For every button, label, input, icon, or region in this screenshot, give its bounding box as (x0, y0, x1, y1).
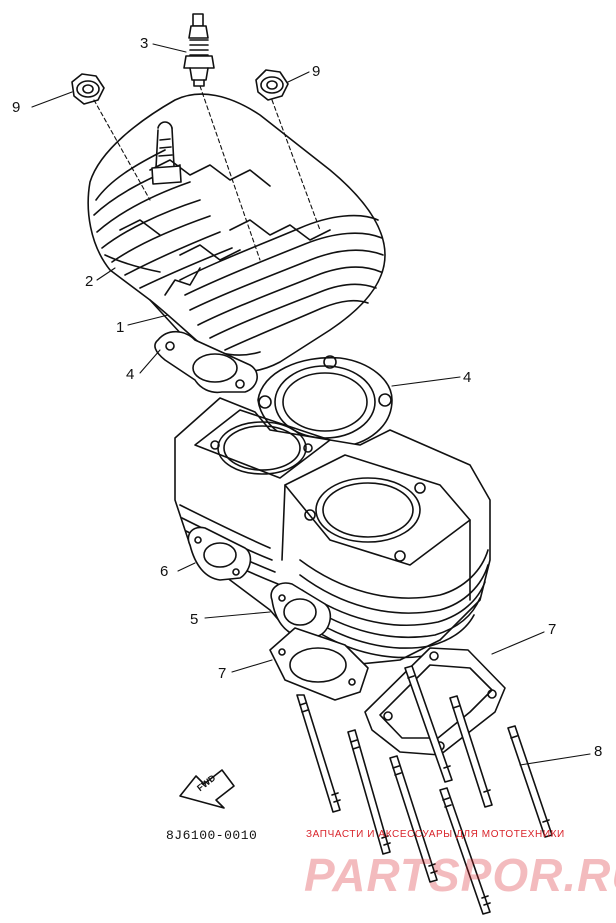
base-gasket-right (364, 647, 506, 756)
cylinder-head (87, 93, 386, 373)
callout-9-right: 9 (312, 63, 321, 80)
callout-5: 5 (190, 611, 199, 628)
diagram-code: 8J6100-0010 (166, 828, 258, 843)
watermark-tagline: ЗАПЧАСТИ И АКСЕССУАРЫ ДЛЯ МОТОТЕХНИКИ (306, 829, 565, 840)
callout-1: 1 (116, 319, 125, 336)
leader-lines (31, 43, 591, 766)
callout-4-left: 4 (126, 366, 135, 383)
callout-6: 6 (160, 563, 169, 580)
callout-7-right: 7 (548, 621, 557, 638)
nut-left (71, 73, 105, 105)
fwd-arrow (179, 769, 235, 809)
callout-7-left: 7 (218, 665, 227, 682)
callout-8: 8 (594, 743, 603, 760)
base-gasket-left (269, 627, 369, 701)
callout-2: 2 (85, 273, 94, 290)
spark-plug (183, 13, 215, 87)
head-gasket-left (154, 330, 258, 394)
stud-bolts (296, 665, 553, 915)
callout-3: 3 (140, 35, 149, 52)
exhaust-port (187, 526, 252, 581)
nut-right (255, 69, 289, 101)
callout-4-right: 4 (463, 369, 472, 386)
intake-port (270, 582, 332, 637)
watermark-brand: PARTSPOR.RU (304, 849, 616, 901)
head-gasket-right (257, 355, 393, 451)
spark-plug-installed (151, 121, 182, 185)
callout-9-left: 9 (12, 99, 21, 116)
